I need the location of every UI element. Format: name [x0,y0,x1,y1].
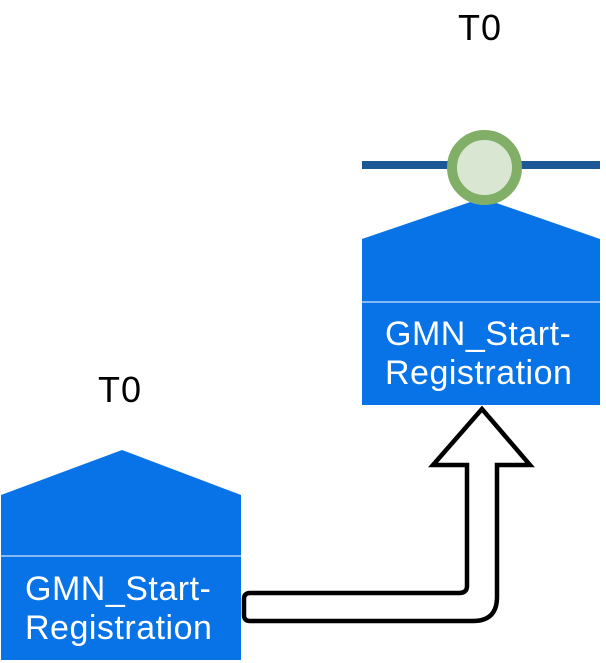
left-node-label-line2: Registration [25,609,213,647]
connector-arrow-path [241,405,535,624]
right-time-label: T0 [457,7,502,48]
left-node-label-line1: GMN_Start- [25,570,212,608]
left-time-label: T0 [97,369,142,410]
right-node-shape[interactable]: GMN_Start- Registration [362,198,600,405]
left-node-shape[interactable]: GMN_Start- Registration [1,450,241,660]
right-node-label-line1: GMN_Start- [385,315,572,353]
node-divider [1,555,241,557]
left-node-label: GMN_Start- Registration [25,570,212,648]
node-divider [362,301,600,303]
event-circle [447,130,522,205]
right-node-label-line2: Registration [385,354,573,392]
right-node-label: GMN_Start- Registration [385,315,572,393]
